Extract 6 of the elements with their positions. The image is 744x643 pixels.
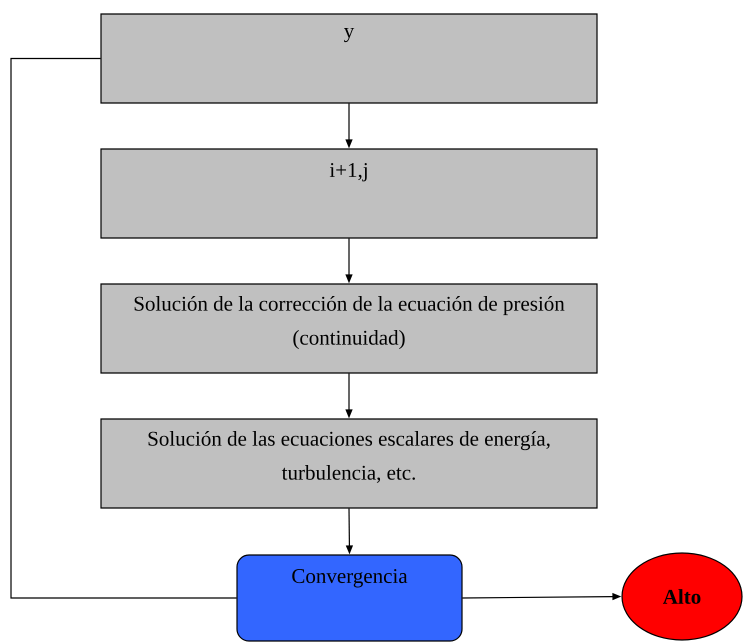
feedback-line [10,58,236,599]
process-box: i+1,j [100,148,598,239]
process-box: Solución de la corrección de la ecuación de presión (continuidad) [100,283,598,374]
process-box: Solución de las ecuaciones escalares de energía, turbulencia, etc. [100,418,598,509]
process-box: y [100,13,598,104]
rounded-box: Convergencia [236,554,463,642]
